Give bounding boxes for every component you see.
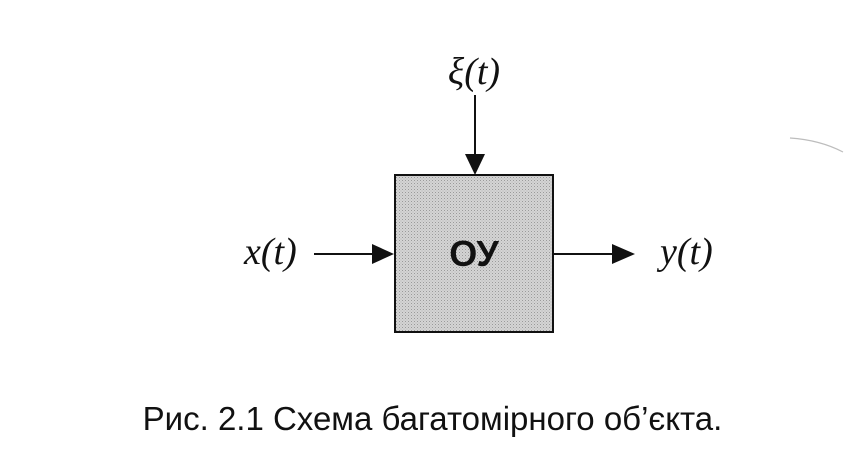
object-block <box>394 174 554 333</box>
disturbance-label: ξ(t) <box>448 51 500 93</box>
object-block-label: ОУ <box>449 233 499 274</box>
scan-artifact-curve <box>789 137 844 153</box>
input-arrowhead <box>372 244 394 264</box>
figure-caption: Рис. 2.1 Схема багатомірного об’єкта. <box>142 400 723 437</box>
disturbance-arrowhead <box>465 154 485 175</box>
input-label: x(t) <box>243 231 297 273</box>
output-label: y(t) <box>656 231 713 273</box>
output-arrowhead <box>612 244 635 264</box>
